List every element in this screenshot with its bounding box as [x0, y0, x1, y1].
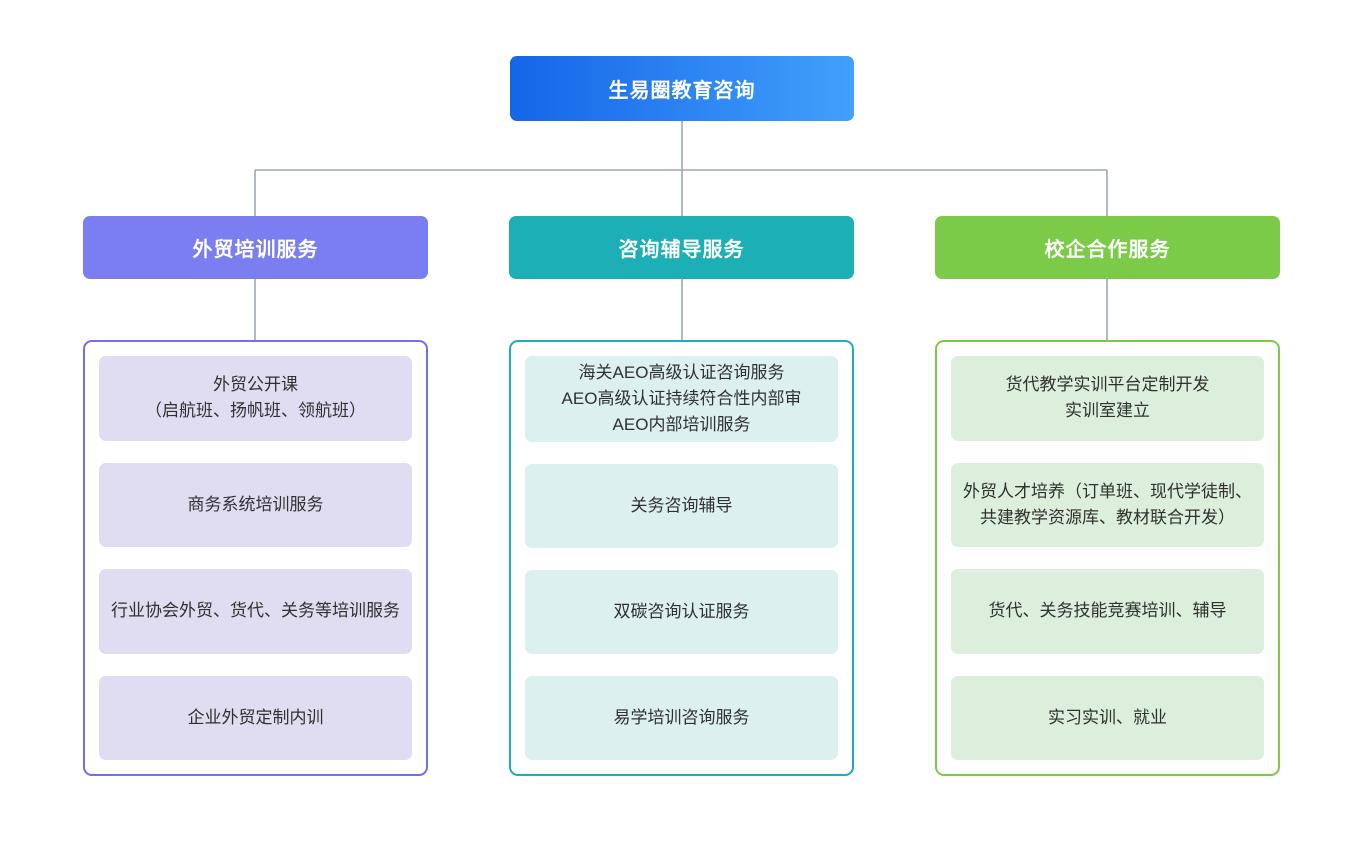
leaf-item[interactable]: 外贸人才培养（订单班、现代学徒制、共建教学资源库、教材联合开发）: [951, 462, 1264, 547]
leaf-item[interactable]: 关务咨询辅导: [525, 464, 838, 548]
leaf-item[interactable]: 货代、关务技能竞赛培训、辅导: [951, 569, 1264, 654]
root-node-label: 生易圈教育咨询: [608, 80, 756, 102]
branch-header-0[interactable]: 外贸培训服务: [83, 216, 428, 279]
leaf-item[interactable]: 行业协会外贸、货代、关务等培训服务: [99, 569, 412, 654]
branch-group-box-0: 外贸公开课 （启航班、扬帆班、领航班） 商务系统培训服务 行业协会外贸、货代、关…: [83, 340, 428, 776]
leaf-item[interactable]: 商务系统培训服务: [99, 462, 412, 547]
leaf-item[interactable]: 海关AEO高级认证咨询服务 AEO高级认证持续符合性内部审 AEO内部培训服务: [525, 356, 838, 442]
branch-group-box-1: 海关AEO高级认证咨询服务 AEO高级认证持续符合性内部审 AEO内部培训服务 …: [509, 340, 854, 776]
branch-header-1[interactable]: 咨询辅导服务: [509, 216, 854, 279]
branch-group-box-2: 货代教学实训平台定制开发 实训室建立 外贸人才培养（订单班、现代学徒制、共建教学…: [935, 340, 1280, 776]
leaf-item[interactable]: 易学培训咨询服务: [525, 676, 838, 760]
root-node[interactable]: 生易圈教育咨询: [510, 56, 854, 121]
leaf-item[interactable]: 实习实训、就业: [951, 675, 1264, 760]
branch-header-label-0: 外贸培训服务: [192, 239, 319, 261]
leaf-item[interactable]: 双碳咨询认证服务: [525, 570, 838, 654]
leaf-item[interactable]: 企业外贸定制内训: [99, 675, 412, 760]
leaf-item[interactable]: 外贸公开课 （启航班、扬帆班、领航班）: [99, 356, 412, 441]
branch-header-label-2: 校企合作服务: [1044, 239, 1171, 261]
branch-header-label-1: 咨询辅导服务: [618, 239, 745, 261]
leaf-item[interactable]: 货代教学实训平台定制开发 实训室建立: [951, 356, 1264, 441]
branch-header-2[interactable]: 校企合作服务: [935, 216, 1280, 279]
